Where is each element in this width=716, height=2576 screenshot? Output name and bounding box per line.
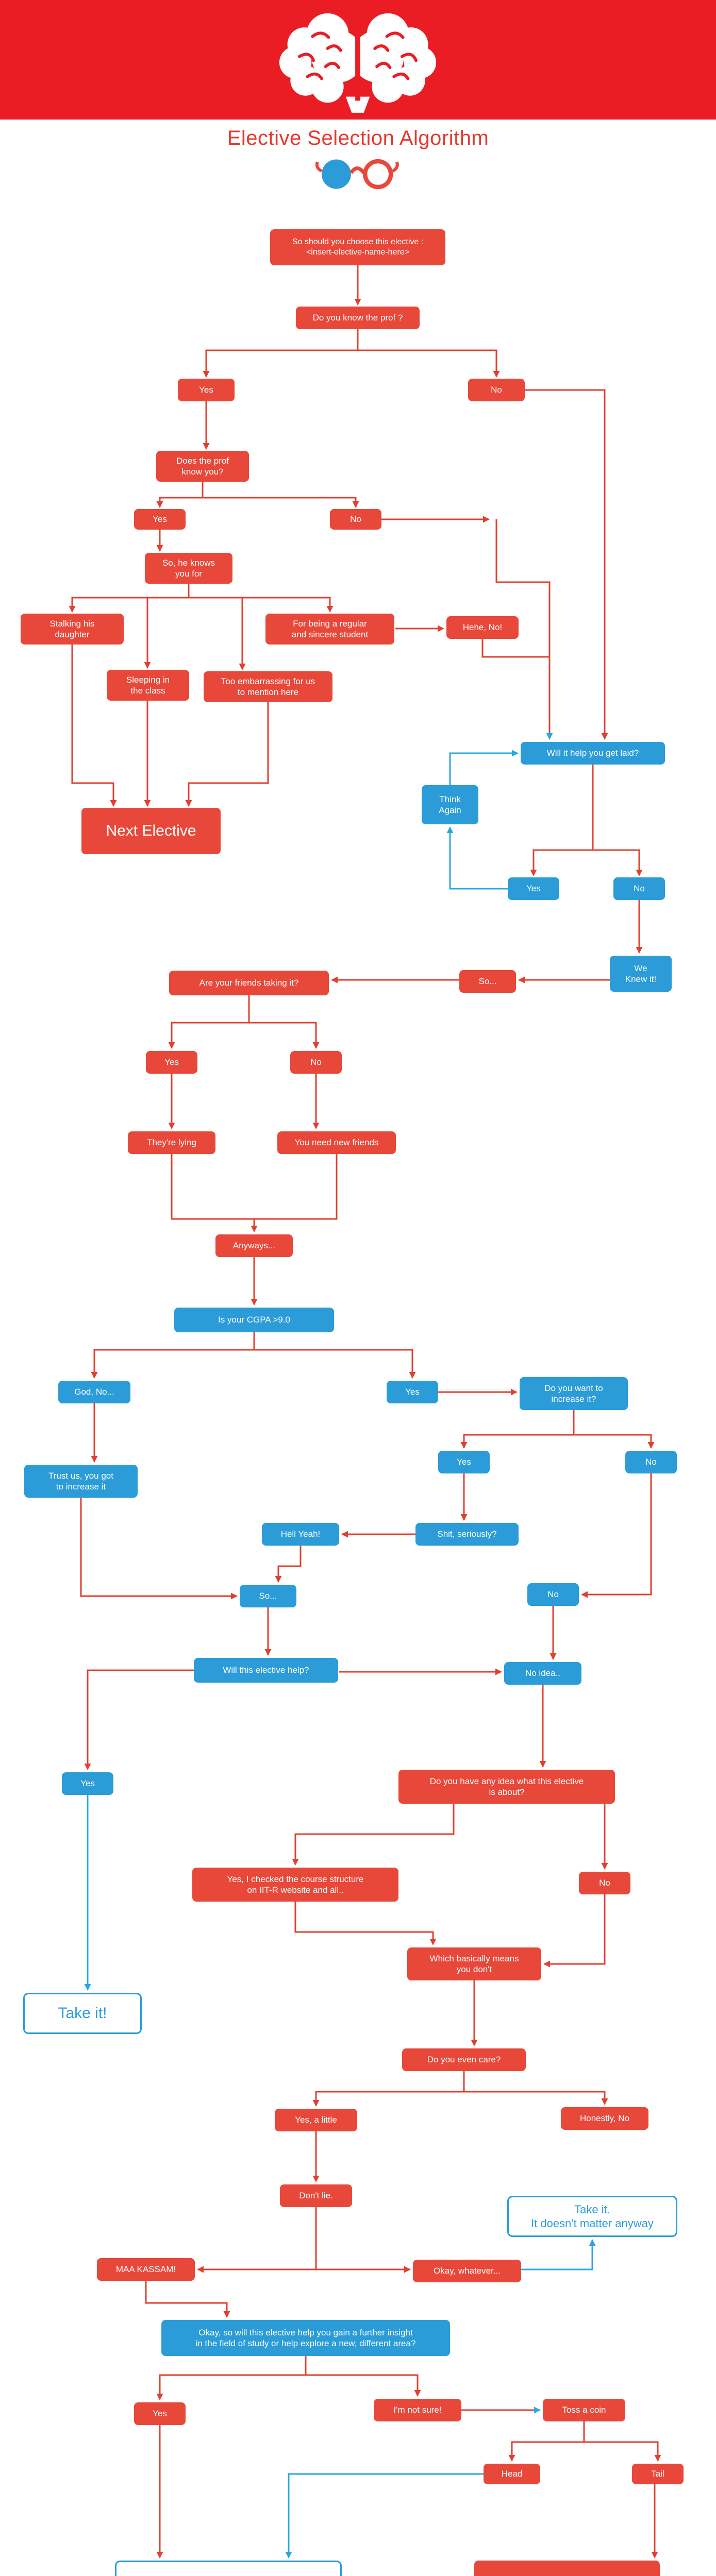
node-increase-yes: Yes	[438, 1451, 490, 1473]
node-take-it-1: Take it!	[23, 1993, 142, 2034]
node-head: Head	[484, 2464, 540, 2484]
node-means-dont: Which basically means you don't	[407, 1947, 541, 1980]
header-banner	[0, 0, 716, 120]
node-take-it-2: Take it. It doesn't matter anyway	[507, 2196, 677, 2237]
node-no-idea: No idea..	[504, 1662, 581, 1685]
node-friends-yes: Yes	[146, 1051, 197, 1074]
node-trust-us: Trust us, you got to increase it	[24, 1465, 138, 1498]
node-hehe-no: Hehe, No!	[446, 616, 519, 639]
node-friends-no: No	[290, 1051, 342, 1074]
page-title: Elective Selection Algorithm	[227, 127, 489, 149]
node-checked-structure: Yes, I checked the course structure on I…	[192, 1868, 398, 1902]
node-okay-whatever: Okay, whatever...	[413, 2260, 521, 2282]
node-care: Do you even care?	[402, 2048, 526, 2071]
node-think-again: Think Again	[422, 785, 478, 824]
node-so-1: So...	[459, 970, 516, 993]
node-dont-lie: Don't lie.	[280, 2184, 352, 2207]
node-care-little: Yes, a little	[275, 2109, 357, 2131]
node-laid-no: No	[613, 877, 665, 900]
node-prof-know-you: Does the prof know you?	[156, 451, 249, 482]
node-laid-yes: Yes	[508, 877, 559, 900]
node-insight: Okay, so will this elective help you gai…	[161, 2320, 450, 2356]
node-friends-taking: Are your friends taking it?	[169, 971, 329, 995]
node-increase-no: No	[625, 1451, 677, 1473]
node-start: So should you choose this elective : <in…	[270, 229, 445, 265]
node-know-prof: Do you know the prof ?	[296, 307, 420, 329]
node-next-elective-2: Next Elective	[474, 2561, 660, 2576]
node-shit-seriously: Shit, seriously?	[415, 1523, 519, 1546]
node-prof-know-you-yes: Yes	[134, 509, 186, 530]
node-elective-help: Will this elective help?	[194, 1658, 338, 1683]
node-embarrassing: Too embarrassing for us to mention here	[204, 671, 332, 702]
node-so-2: So...	[240, 1585, 296, 1607]
node-get-laid: Will it help you get laid?	[521, 742, 665, 765]
node-shit-no: No	[527, 1583, 579, 1606]
node-increase: Do you want to increase it?	[520, 1377, 628, 1410]
node-care-no: Honestly, No	[561, 2107, 648, 2130]
blue-connectors	[84, 750, 596, 2558]
node-knows-you-for: So, he knows you for	[145, 553, 232, 584]
node-we-knew-it: We Knew it!	[610, 956, 672, 992]
node-new-friends: You need new friends	[277, 1131, 396, 1154]
node-next-elective-1: Next Elective	[81, 808, 221, 854]
node-regular-student: For being a regular and sincere student	[265, 614, 394, 645]
node-toss-coin: Toss a coin	[543, 2399, 625, 2421]
node-they-are-lying: They're lying	[128, 1131, 215, 1154]
node-know-prof-yes: Yes	[178, 379, 235, 401]
node-not-sure: I'm not sure!	[374, 2399, 461, 2421]
node-cgpa-yes: Yes	[387, 1381, 438, 1403]
brain-icon	[279, 12, 437, 113]
node-anyways: Anyways...	[215, 1234, 293, 1257]
node-idea-no: No	[579, 1872, 630, 1894]
glasses-icon	[315, 159, 399, 190]
node-cgpa: Is your CGPA >9.0	[174, 1308, 334, 1332]
node-any-idea: Do you have any idea what this elective …	[398, 1770, 615, 1804]
node-sleeping: Sleeping in the class	[107, 670, 189, 701]
node-tail: Tail	[632, 2464, 684, 2484]
node-know-prof-no: No	[468, 379, 525, 401]
node-help-yes: Yes	[62, 1772, 113, 1795]
node-prof-know-you-no: No	[330, 509, 381, 530]
node-god-no: God, No...	[58, 1381, 130, 1403]
node-insight-yes: Yes	[134, 2402, 186, 2425]
node-take-it-3: Take it!	[115, 2561, 342, 2576]
node-stalking: Stalking his daughter	[21, 614, 124, 645]
node-hell-yeah: Hell Yeah!	[262, 1523, 339, 1546]
node-maa-kassam: MAA KASSAM!	[97, 2258, 195, 2281]
